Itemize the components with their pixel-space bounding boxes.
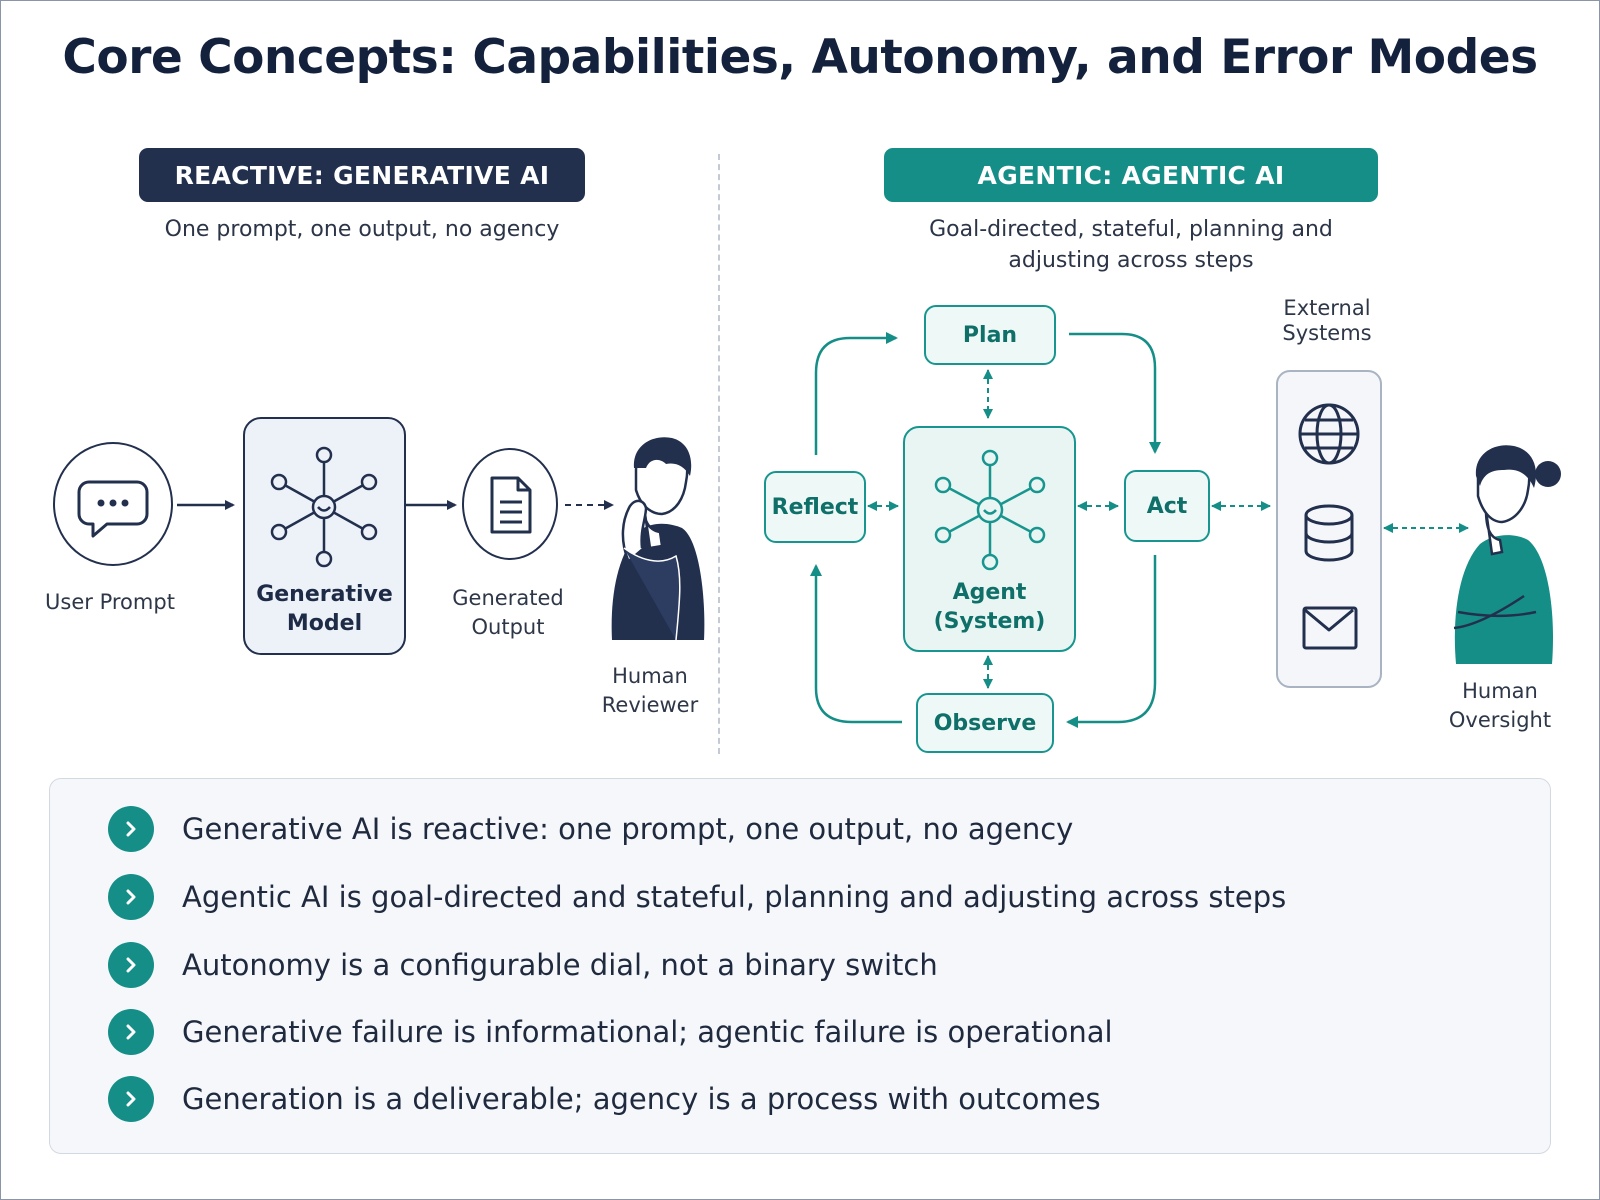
key-point-item: Generation is a deliverable; agency is a… — [108, 1075, 1101, 1123]
external-systems-box — [1276, 370, 1382, 688]
agent-system-label: Agent (System) — [903, 578, 1076, 636]
key-point-text: Generative AI is reactive: one prompt, o… — [182, 812, 1074, 846]
plan-node: Plan — [924, 305, 1056, 365]
key-point-text: Agentic AI is goal-directed and stateful… — [182, 880, 1287, 914]
agent-system-box — [903, 426, 1076, 652]
reactive-badge: REACTIVE: GENERATIVE AI — [139, 148, 585, 202]
act-node: Act — [1124, 470, 1210, 542]
section-divider — [718, 154, 720, 754]
chevron-right-icon — [108, 806, 154, 852]
key-point-item: Generative failure is informational; age… — [108, 1008, 1113, 1056]
key-point-item: Autonomy is a configurable dial, not a b… — [108, 941, 938, 989]
document-icon — [490, 476, 532, 534]
reviewer-label-line1: Human — [612, 664, 688, 688]
agent-label-line2: (System) — [933, 609, 1046, 634]
reviewer-label-line2: Reviewer — [601, 693, 699, 717]
agentic-subtitle-line1: Goal-directed, stateful, planning and — [929, 217, 1333, 242]
human-reviewer-label: Human Reviewer — [580, 662, 720, 720]
external-systems-label: External Systems — [1262, 296, 1392, 346]
external-label-line2: Systems — [1282, 321, 1372, 345]
generative-model-box — [243, 417, 406, 655]
agent-label-line1: Agent — [952, 580, 1027, 605]
person-arms-crossed-icon — [1453, 445, 1561, 664]
user-prompt-circle — [53, 442, 173, 566]
chevron-right-icon — [108, 942, 154, 988]
oversight-label-line2: Oversight — [1448, 708, 1552, 732]
model-label-line1: Generative — [256, 582, 393, 607]
key-points-panel: Generative AI is reactive: one prompt, o… — [49, 778, 1551, 1154]
chevron-right-icon — [108, 1009, 154, 1055]
observe-node: Observe — [916, 693, 1054, 753]
observe-to-reflect-arrow — [810, 564, 902, 724]
thinking-person-icon — [611, 437, 705, 641]
chat-bubble-icon — [77, 480, 149, 538]
neural-network-icon — [270, 446, 378, 568]
reflect-to-plan-arrow — [814, 332, 898, 455]
oversight-label-line1: Human — [1462, 679, 1538, 703]
reactive-subtitle: One prompt, one output, no agency — [164, 217, 560, 242]
plan-to-act-arrow — [1069, 332, 1161, 454]
mail-icon — [1302, 606, 1358, 650]
chevron-right-icon — [108, 874, 154, 920]
external-systems-icons — [1298, 403, 1360, 650]
key-point-text: Generative failure is informational; age… — [182, 1015, 1113, 1049]
act-to-observe-arrow — [1066, 555, 1157, 728]
external-label-line1: External — [1283, 296, 1371, 320]
agentic-subtitle-line2: adjusting across steps — [1008, 248, 1254, 273]
database-icon — [1304, 504, 1354, 562]
generated-output-circle — [462, 448, 558, 560]
key-point-text: Autonomy is a configurable dial, not a b… — [182, 948, 938, 982]
output-label-line2: Output — [471, 615, 545, 639]
generated-output-label: Generated Output — [438, 584, 578, 642]
reflect-node: Reflect — [764, 471, 866, 543]
model-label-line2: Model — [286, 611, 363, 636]
output-label-line1: Generated — [452, 586, 564, 610]
neural-network-icon — [934, 449, 1046, 571]
key-point-text: Generation is a deliverable; agency is a… — [182, 1082, 1101, 1116]
key-point-item: Agentic AI is goal-directed and stateful… — [108, 873, 1286, 921]
agentic-badge: AGENTIC: AGENTIC AI — [884, 148, 1378, 202]
human-oversight-label: Human Oversight — [1430, 677, 1570, 735]
chevron-right-icon — [108, 1076, 154, 1122]
user-prompt-label: User Prompt — [45, 590, 175, 614]
generative-model-label: Generative Model — [243, 580, 406, 638]
globe-icon — [1298, 403, 1360, 465]
key-point-item: Generative AI is reactive: one prompt, o… — [108, 805, 1073, 853]
agentic-subtitle: Goal-directed, stateful, planning and ad… — [870, 214, 1392, 276]
page-title: Core Concepts: Capabilities, Autonomy, a… — [62, 30, 1538, 85]
